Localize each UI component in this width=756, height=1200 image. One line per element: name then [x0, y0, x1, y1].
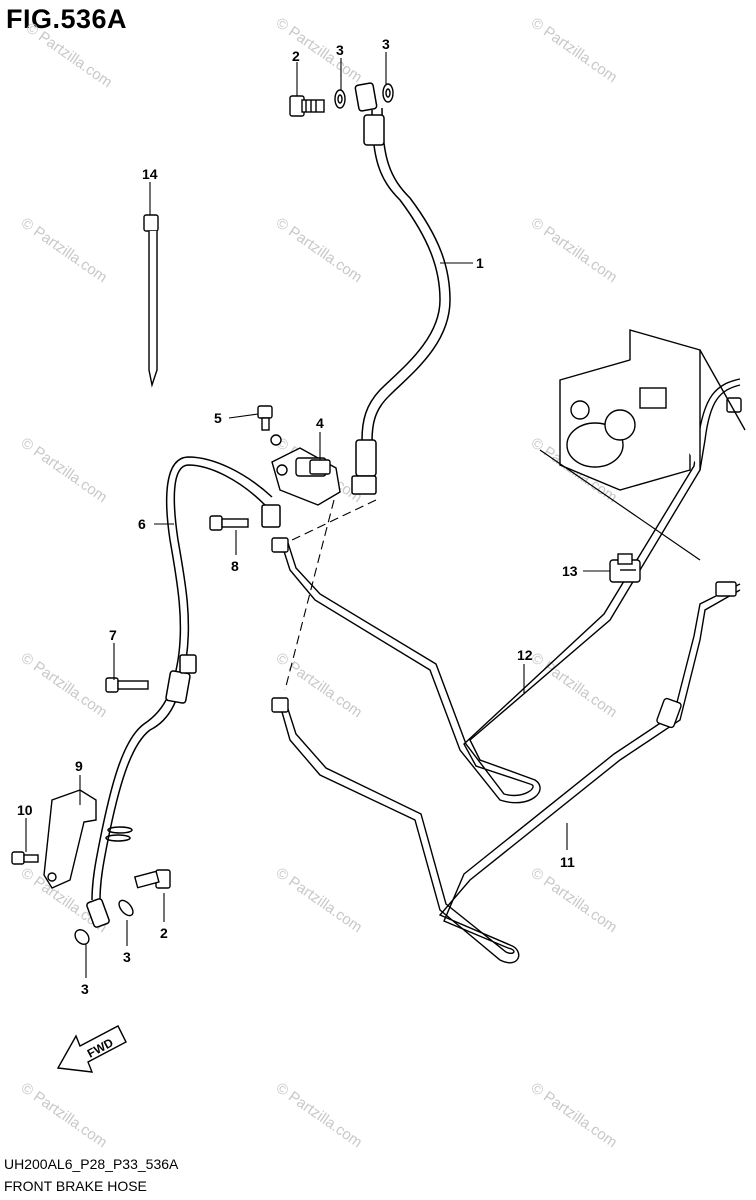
watermark: © Partzilla.com	[528, 14, 621, 86]
clamp-9	[43, 789, 97, 889]
bolt-5	[257, 405, 273, 431]
fwd-arrow-icon: FWD	[56, 1025, 127, 1073]
brake-pipe-11	[271, 581, 741, 964]
sealing-washers-upper	[334, 83, 394, 109]
watermark: © Partzilla.com	[273, 864, 366, 936]
watermark-layer: © Partzilla.com © Partzilla.com © Partzi…	[18, 14, 621, 1151]
callout-2: 2	[292, 48, 300, 64]
banjo-bolt-lower	[133, 869, 171, 889]
watermark: © Partzilla.com	[528, 864, 621, 936]
watermark: © Partzilla.com	[273, 1079, 366, 1151]
banjo-bolt-upper	[289, 95, 325, 117]
watermark: © Partzilla.com	[528, 649, 621, 721]
watermark: © Partzilla.com	[273, 14, 366, 86]
brake-hose-joint	[270, 434, 341, 506]
callout-labels: 1 2 3 3 14 5 4 6 8 13 12 7 9 10 11 2 3 3	[17, 36, 578, 997]
watermark: © Partzilla.com	[18, 1079, 111, 1151]
callout-14: 14	[142, 166, 158, 182]
brake-hose-lower	[86, 456, 281, 928]
watermark: © Partzilla.com	[273, 214, 366, 286]
watermark: © Partzilla.com	[23, 19, 116, 91]
callout-4: 4	[316, 415, 324, 431]
bolt-10	[11, 851, 39, 865]
callout-10: 10	[17, 802, 33, 818]
callout-3: 3	[123, 949, 131, 965]
callout-3: 3	[81, 981, 89, 997]
watermark: © Partzilla.com	[528, 1079, 621, 1151]
bolt-7	[105, 677, 149, 693]
callout-11: 11	[560, 854, 575, 870]
brake-pipe-12	[271, 378, 742, 804]
section-name: FRONT BRAKE HOSE	[4, 1178, 147, 1194]
leader-lines	[25, 52, 610, 978]
callout-8: 8	[231, 558, 239, 574]
callout-3: 3	[336, 42, 344, 58]
sealing-washers-lower	[74, 899, 134, 945]
callout-7: 7	[109, 627, 117, 643]
watermark: © Partzilla.com	[528, 214, 621, 286]
callout-13: 13	[562, 563, 578, 579]
callout-3: 3	[382, 36, 390, 52]
figure-title: FIG.536A	[6, 4, 128, 34]
callout-5: 5	[214, 410, 222, 426]
callout-1: 1	[476, 255, 484, 271]
brake-hose-upper	[351, 82, 451, 495]
watermark: © Partzilla.com	[18, 649, 111, 721]
callout-12: 12	[517, 647, 533, 663]
clamp-13	[609, 553, 641, 583]
callout-6: 6	[138, 516, 146, 532]
diagram-code: UH200AL6_P28_P33_536A	[4, 1156, 179, 1172]
bolt-8	[209, 515, 249, 531]
cable-tie	[143, 214, 159, 388]
abs-unit	[539, 329, 746, 561]
watermark: © Partzilla.com	[18, 214, 111, 286]
callout-2: 2	[160, 925, 168, 941]
watermark: © Partzilla.com	[18, 434, 111, 506]
callout-9: 9	[75, 758, 83, 774]
